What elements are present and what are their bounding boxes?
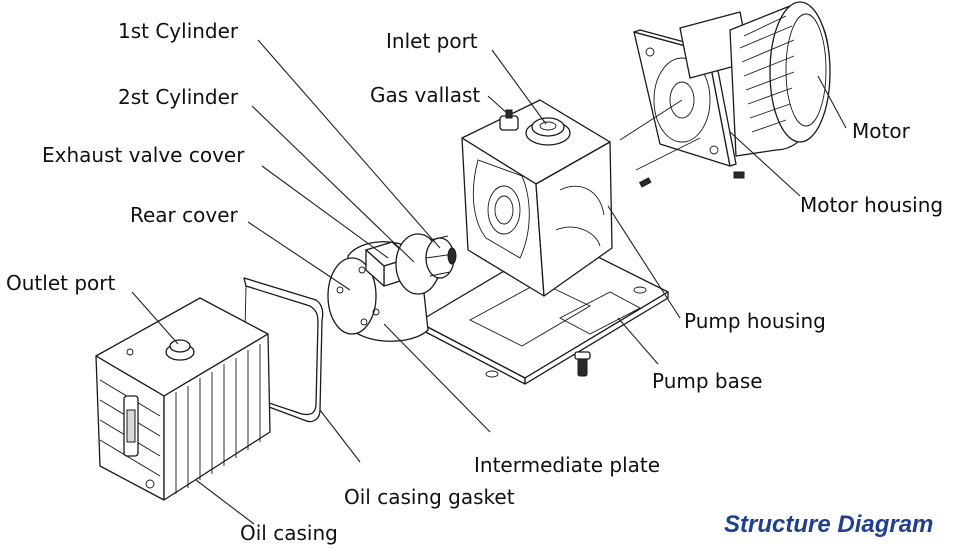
motor [679, 1, 831, 157]
label-2st-cylinder: 2st Cylinder [118, 85, 239, 109]
label-gas-vallast: Gas vallast [370, 83, 480, 107]
part-labels: 1st Cylinder 2st Cylinder Exhaust valve … [6, 19, 943, 545]
label-1st-cylinder: 1st Cylinder [118, 19, 239, 43]
pump-housing [461, 99, 613, 297]
housing-screws [638, 171, 745, 188]
leader-outlet-port [131, 291, 179, 345]
oil-casing [95, 297, 271, 501]
label-inlet-port: Inlet port [386, 29, 478, 53]
leader-gas-vallast [487, 95, 509, 115]
label-rear-cover: Rear cover [130, 203, 239, 227]
leader-2st-cylinder [251, 105, 415, 263]
leader-inlet-port [491, 49, 547, 125]
label-exhaust-valve-cover: Exhaust valve cover [42, 143, 245, 167]
leader-1st-cylinder [257, 39, 441, 249]
label-pump-housing: Pump housing [684, 309, 826, 333]
leader-pump-housing [607, 205, 681, 319]
label-intermediate-plate: Intermediate plate [474, 453, 660, 477]
leader-rear-cover [247, 221, 351, 291]
leader-motor-housing [729, 131, 801, 197]
leader-oil-casing [195, 479, 255, 525]
diagram-caption: Structure Diagram [724, 511, 933, 538]
leader-lines [131, 39, 847, 525]
label-outlet-port: Outlet port [6, 271, 115, 295]
leader-motor [817, 75, 847, 129]
base-bolt [574, 351, 591, 377]
leader-intermediate-plate [383, 323, 491, 433]
leader-oil-casing-gasket [319, 409, 361, 463]
rear-cover-assembly [327, 233, 457, 342]
label-oil-casing-gasket: Oil casing gasket [344, 485, 515, 509]
leader-pump-base [617, 317, 659, 365]
label-oil-casing: Oil casing [240, 521, 338, 545]
label-motor-housing: Motor housing [800, 193, 943, 217]
label-pump-base: Pump base [652, 369, 763, 393]
label-motor: Motor [852, 119, 911, 143]
leader-exhaust-valve-cover [261, 165, 389, 259]
